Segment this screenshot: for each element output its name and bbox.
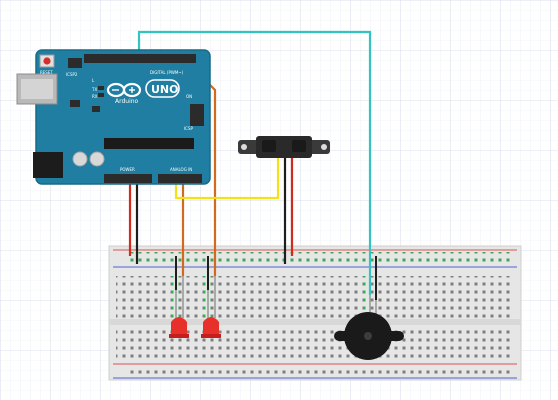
breadboard-center-channel [109, 319, 521, 325]
reset-button-cap[interactable] [43, 57, 51, 65]
atmega-chip [104, 138, 194, 149]
wire-yellow-signal[interactable] [174, 158, 280, 200]
power-jack[interactable] [33, 152, 63, 178]
piezo-buzzer-icon[interactable] [334, 295, 404, 360]
digital-pin-header[interactable] [84, 54, 196, 63]
analog-pin-header[interactable] [158, 174, 202, 183]
arduino-brand-text: Arduino [115, 98, 139, 105]
smd-component [92, 106, 100, 112]
led2-rim [201, 334, 221, 338]
buzzer-hole [364, 332, 372, 340]
bottom-rail-holes [128, 366, 512, 376]
sensor-receiver [292, 140, 306, 152]
uno-badge [145, 79, 180, 98]
usb-port-inner [21, 79, 53, 99]
l-label: L [92, 78, 95, 83]
distance-sensor-icon[interactable] [238, 136, 330, 158]
analog-label: ANALOG IN [170, 167, 192, 172]
voltage-regulator [70, 100, 80, 107]
sensor-mount-hole-left [241, 144, 247, 150]
uno-model-text: UNO [151, 83, 179, 96]
icsp-label: ICSP [184, 126, 194, 131]
led-icon [203, 317, 219, 336]
led-2[interactable] [201, 276, 221, 338]
arduino-uno-board[interactable]: RESET ICSP2 DIGITAL (PWM~) L TX RX Ardui… [16, 49, 211, 185]
tx-label: TX [91, 87, 97, 92]
on-label: ON [186, 94, 192, 99]
rx-led [98, 93, 104, 97]
top-rail-connected-holes [128, 252, 512, 265]
icsp2-label: ICSP2 [66, 72, 78, 77]
top-terminal-holes [116, 276, 512, 318]
wire-cyan-buzzer[interactable] [137, 30, 372, 295]
rx-label: RX [92, 94, 98, 99]
icsp2-header [68, 58, 82, 68]
power-label: POWER [120, 167, 135, 172]
power-pin-header[interactable] [104, 174, 152, 183]
icsp-header [190, 104, 204, 126]
sensor-emitter [262, 140, 276, 152]
digital-label: DIGITAL (PWM~) [150, 70, 184, 75]
led-1[interactable] [169, 276, 189, 338]
capacitor-2 [89, 151, 105, 167]
capacitor-1 [72, 151, 88, 167]
sensor-mount-hole-right [321, 144, 327, 150]
led1-rim [169, 334, 189, 338]
arduino-logo-icon [106, 82, 142, 98]
buzzer-column-holes [364, 276, 372, 318]
tx-led [98, 86, 104, 90]
reset-label: RESET [40, 70, 53, 75]
led-icon [171, 317, 187, 336]
breadboard [108, 245, 522, 381]
